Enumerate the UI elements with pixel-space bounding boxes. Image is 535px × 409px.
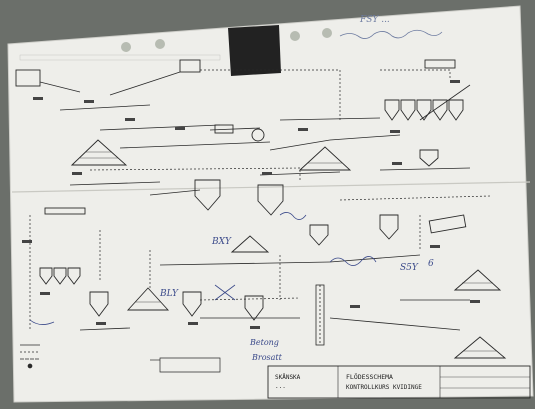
- note-brosatt: Brosatt: [251, 353, 283, 362]
- note-6: 6: [428, 259, 434, 269]
- black-tape-patch-icon: [228, 25, 281, 76]
- title-drawing-line-1: FLÖDESSCHEMA: [346, 372, 393, 381]
- title-company-line-1: SKÅNSKA: [275, 374, 301, 381]
- punch-hole-icon: [155, 39, 165, 49]
- note-b: BLY: [159, 289, 179, 299]
- note-betong: Betong: [249, 338, 279, 347]
- note-xy: BXY: [211, 237, 232, 247]
- note-s: S5Y: [400, 263, 419, 273]
- handwritten-header-line-1: FSY ...: [359, 15, 390, 25]
- title-drawing-line-2: KONTROLLKURS KVIDINGE: [346, 384, 422, 391]
- title-company-line-2: ...: [275, 383, 286, 390]
- punch-hole-icon: [322, 28, 332, 38]
- punch-hole-icon: [121, 42, 131, 52]
- punch-hole-icon: [290, 31, 300, 41]
